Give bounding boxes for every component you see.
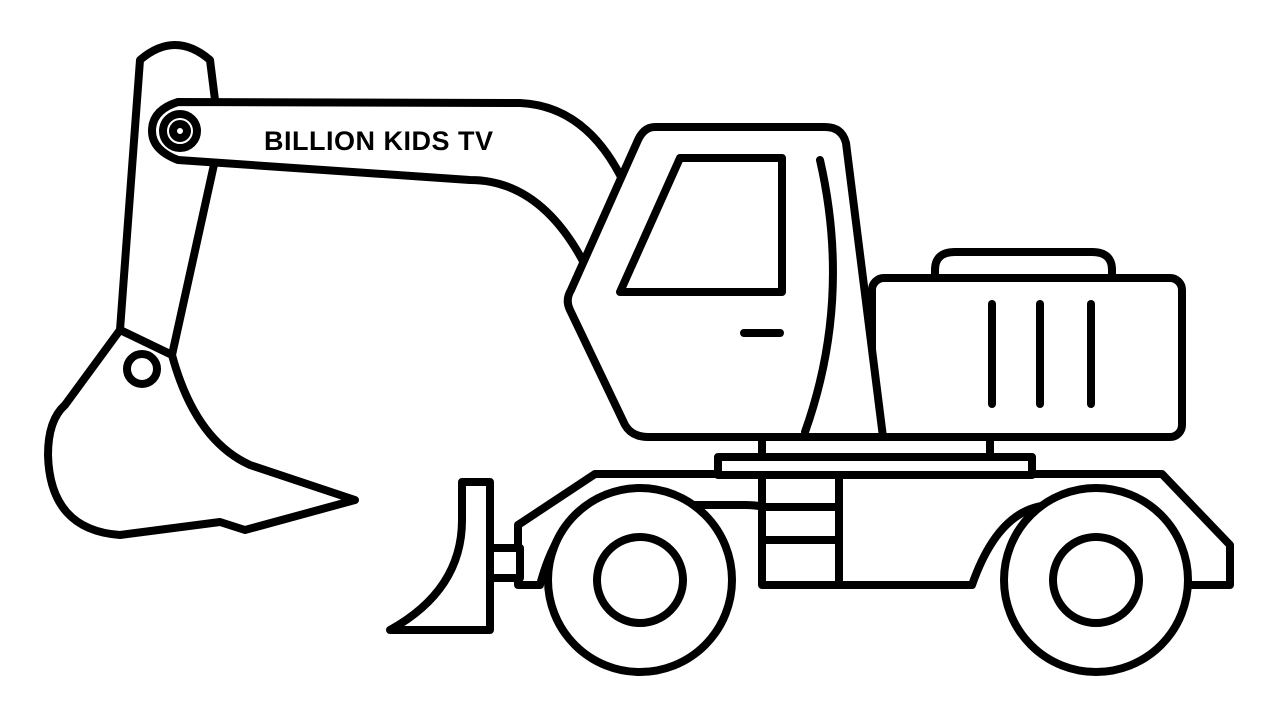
blade-connector bbox=[486, 544, 524, 582]
excavator-boom bbox=[148, 98, 629, 267]
engine-body bbox=[868, 274, 1186, 441]
boom-pin-inner bbox=[169, 120, 191, 142]
bucket-pin bbox=[123, 350, 161, 388]
rear-wheel-hub bbox=[1049, 533, 1143, 627]
front-wheel-hub bbox=[593, 533, 687, 627]
cab-door-edge bbox=[801, 156, 837, 436]
engine-cap bbox=[931, 248, 1116, 282]
turntable-base bbox=[714, 453, 1036, 479]
step-ladder bbox=[758, 470, 843, 589]
cab-window bbox=[616, 154, 786, 296]
excavator-bucket bbox=[44, 326, 359, 539]
boom-label: BILLION KIDS TV bbox=[264, 126, 494, 156]
dozer-blade bbox=[386, 478, 494, 634]
excavator-stick bbox=[116, 41, 219, 359]
